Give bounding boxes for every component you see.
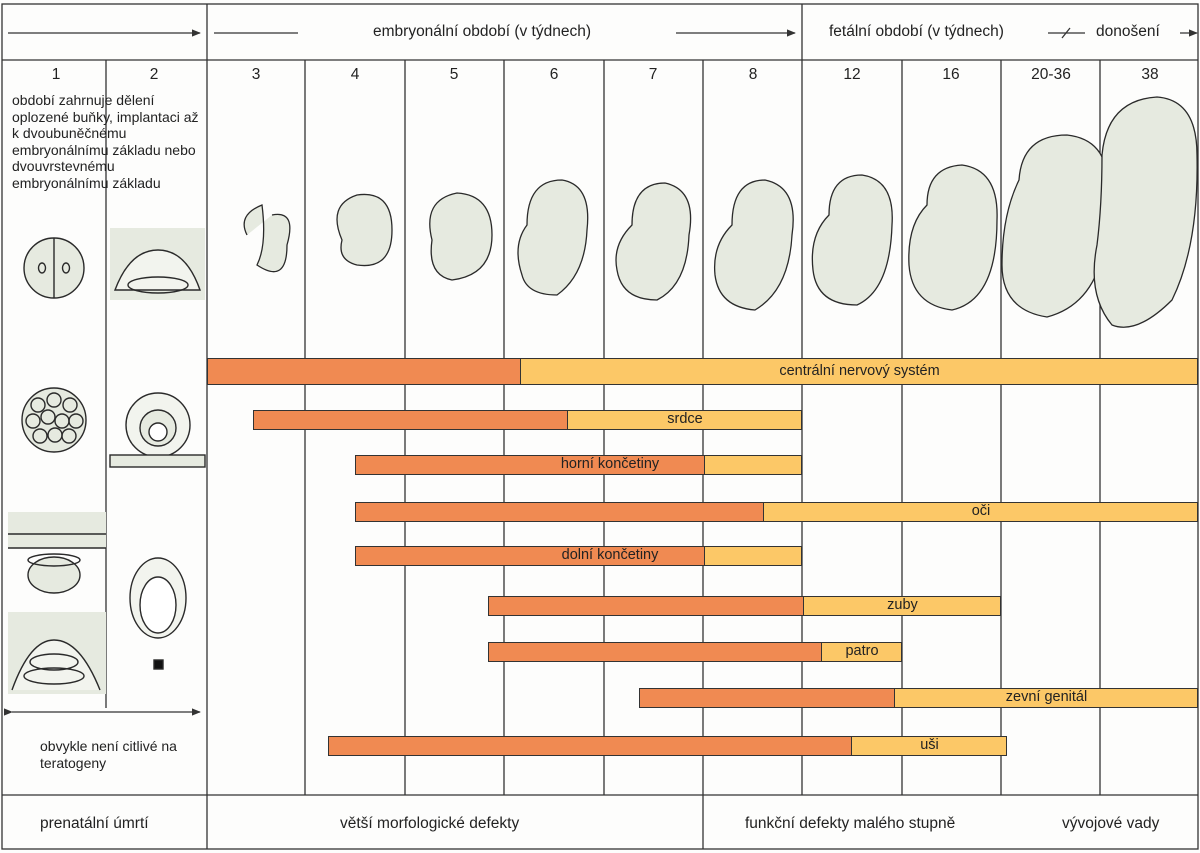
fetus-week-12 [811, 174, 893, 306]
embryo-week-5 [429, 192, 493, 281]
bar-label: horní končetiny [560, 456, 660, 472]
embryo-week-4 [336, 193, 393, 267]
bar-segment-low-sensitivity [704, 547, 801, 565]
bar-label: uši [920, 737, 939, 753]
bar-2: horní končetiny [355, 455, 802, 475]
bar-label: centrální nervový systém [779, 363, 940, 379]
bar-5: zuby [488, 596, 1001, 616]
week-label: 5 [449, 66, 459, 83]
bar-segment-low-sensitivity [520, 359, 1197, 384]
fetus-week-16 [908, 164, 998, 311]
bar-label: zuby [887, 597, 918, 613]
bar-4: dolní končetiny [355, 546, 802, 566]
bar-segment-high-sensitivity [356, 456, 704, 474]
embryo-week-6 [517, 179, 589, 296]
bar-label: zevní genitál [1005, 689, 1088, 705]
bar-segment-high-sensitivity [329, 737, 851, 755]
bar-segment-low-sensitivity [894, 689, 1197, 707]
bar-segment-high-sensitivity [489, 597, 803, 615]
bar-0: centrální nervový systém [207, 358, 1198, 385]
footer-major-defects: větší morfologické defekty [340, 815, 520, 832]
bar-1: srdce [253, 410, 802, 430]
bar-segment-high-sensitivity [489, 643, 821, 661]
bar-segment-low-sensitivity [851, 737, 1006, 755]
bar-segment-low-sensitivity [821, 643, 901, 661]
week-label: 1 [51, 66, 61, 83]
bar-segment-high-sensitivity [356, 503, 763, 521]
header-term: donošení [1096, 23, 1160, 40]
bar-6: patro [488, 642, 902, 662]
bar-segment-low-sensitivity [803, 597, 1000, 615]
week-label: 4 [350, 66, 360, 83]
bar-label: dolní končetiny [561, 547, 659, 563]
embryo-illustrations [243, 96, 1198, 328]
week-label: 7 [648, 66, 658, 83]
week-label: 38 [1141, 66, 1159, 83]
footer-developmental-defects: vývojové vady [1062, 815, 1160, 832]
week-label: 3 [251, 66, 261, 83]
header-fetal: fetální období (v týdnech) [829, 23, 1004, 40]
embryo-week-7 [615, 182, 692, 301]
footer-functional-defects: funkční defekty malého stupně [745, 815, 956, 832]
early-stage-illustrations [8, 228, 206, 694]
week-label: 2 [149, 66, 159, 83]
bar-label: patro [845, 643, 879, 659]
week-label: 16 [942, 66, 960, 83]
period-description: období zahrnuje dělení oplozené buňky, i… [12, 92, 199, 191]
fetus-week-20-36 [1001, 134, 1109, 318]
not-sensitive-note: obvykle není citlivé na teratogeny [40, 738, 177, 771]
header-embryonic: embryonální období (v týdnech) [373, 23, 591, 40]
bar-segment-high-sensitivity [356, 547, 704, 565]
bar-7: zevní genitál [639, 688, 1198, 708]
bar-segment-low-sensitivity [704, 456, 801, 474]
bar-segment-high-sensitivity [640, 689, 894, 707]
bar-label: srdce [667, 411, 703, 427]
embryo-week-8 [713, 179, 794, 311]
fetus-week-38 [1093, 96, 1198, 328]
embryo-week-3 [243, 204, 291, 273]
week-label: 6 [549, 66, 559, 83]
week-label: 8 [748, 66, 758, 83]
bar-segment-low-sensitivity [567, 411, 801, 429]
week-label: 20-36 [1031, 66, 1071, 83]
bar-label: oči [971, 503, 991, 519]
footer-prenatal-death: prenatální úmrtí [40, 815, 149, 832]
week-label: 12 [843, 66, 861, 83]
bar-8: uši [328, 736, 1007, 756]
bar-segment-high-sensitivity [254, 411, 567, 429]
bar-segment-high-sensitivity [208, 359, 520, 384]
bar-3: oči [355, 502, 1198, 522]
bar-segment-low-sensitivity [763, 503, 1197, 521]
